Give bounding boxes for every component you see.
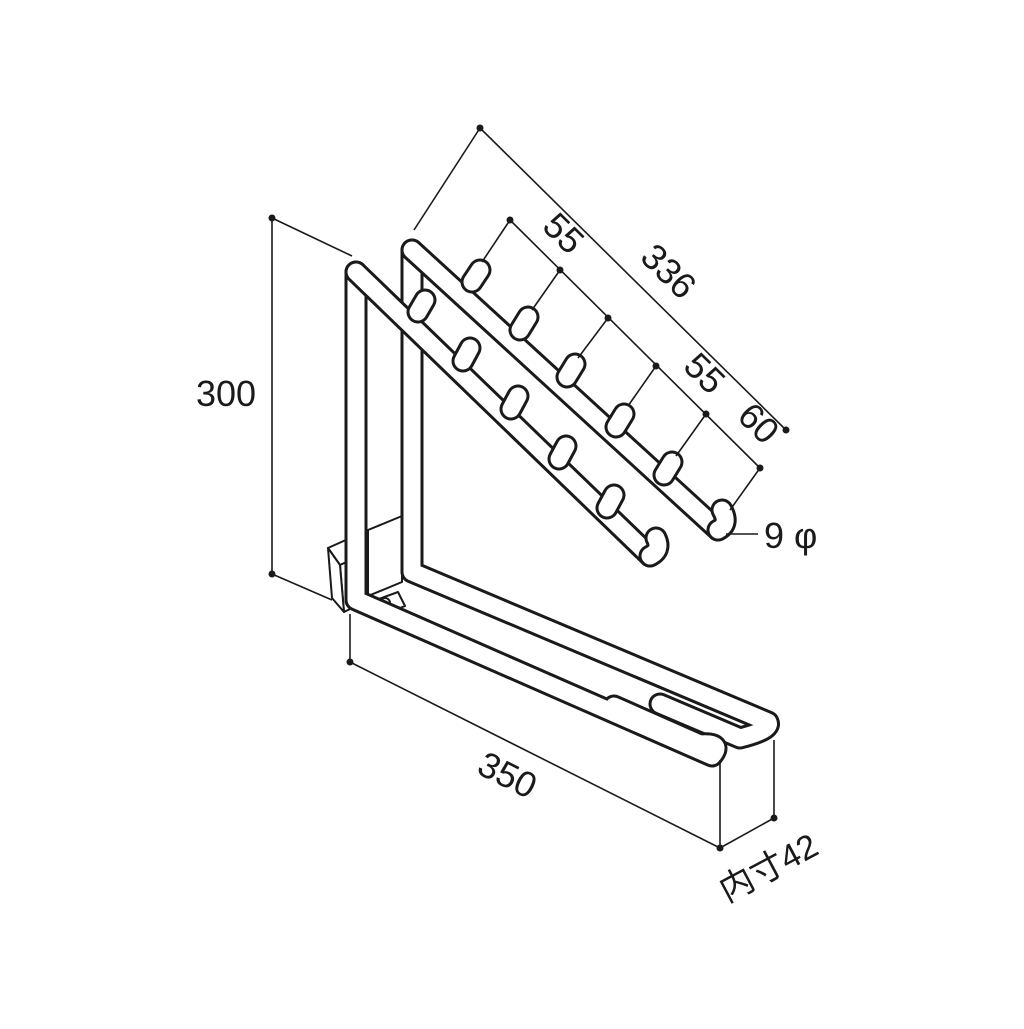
dimension-wire-diameter: 9 φ: [726, 515, 817, 556]
dimension-height-label: 300: [196, 373, 256, 414]
back-rail-hooks: [460, 258, 737, 542]
front-rail-hooks: [406, 288, 670, 568]
dimension-rail-length-label: 336: [633, 235, 705, 306]
dimension-wire-diameter-label: 9 φ: [764, 515, 817, 556]
dimension-depth-label: 350: [472, 743, 544, 807]
dimension-inner-width-label: 内寸42: [713, 827, 824, 910]
dimension-height: 300: [196, 214, 353, 601]
dimension-pitch-end-label: 60: [730, 394, 787, 451]
dimension-inner-width: 内寸42: [713, 740, 824, 910]
